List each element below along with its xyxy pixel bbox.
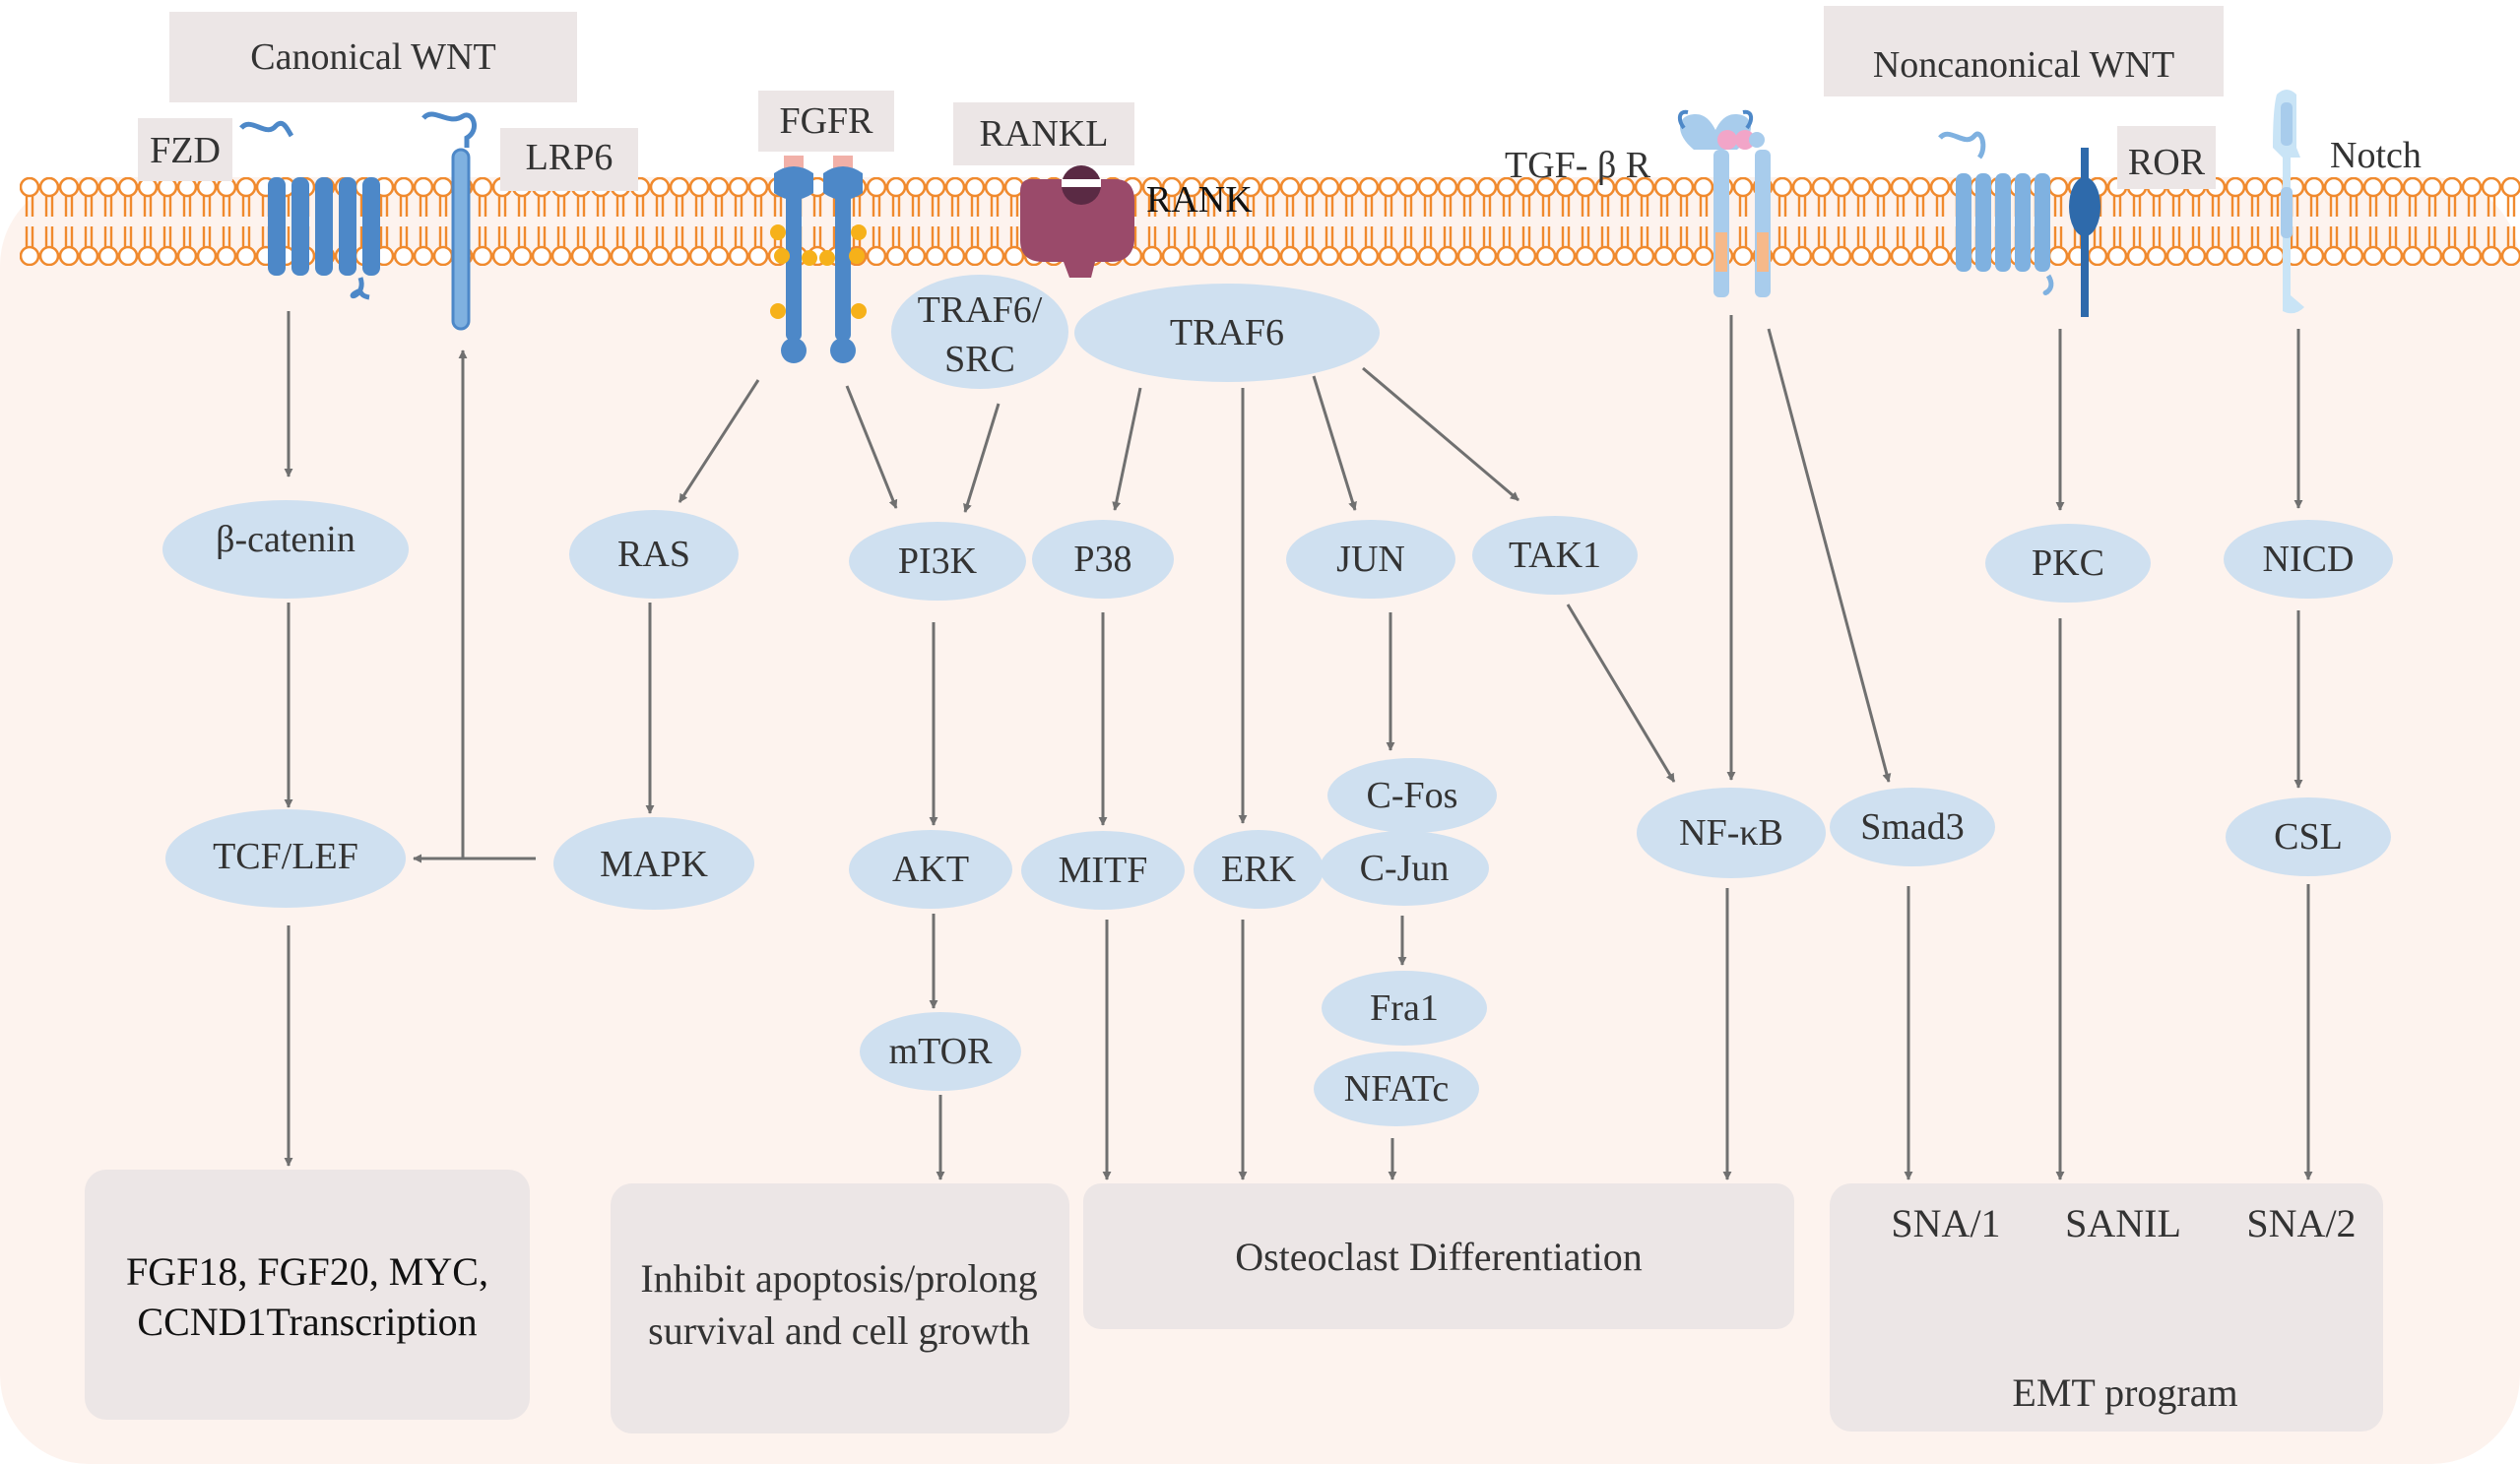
arrow-fgfr-to-ras [678, 379, 760, 503]
fzd-label: FZD [150, 130, 221, 171]
sna2-label: SNA/2 [2246, 1201, 2356, 1245]
arrow-traf6-to-tak1 [1362, 366, 1519, 502]
fra1-node [1322, 971, 1487, 1046]
pi3k-label: PI3K [898, 541, 978, 582]
noncanonical-fzd-receptor-icon [1938, 131, 2054, 295]
jun-label: JUN [1336, 539, 1405, 580]
noncanonical-wnt-label-box [1824, 6, 2224, 96]
arrow-traf6-src-to-pi3k [963, 403, 1001, 513]
fgfr-label: FGFR [779, 100, 873, 142]
mtor-label: mTOR [889, 1031, 994, 1072]
c-jun-node [1320, 831, 1489, 906]
ror-receptor-icon [2069, 148, 2100, 317]
p38-node [1032, 520, 1174, 599]
osteoclast-outcome-box [1083, 1183, 1794, 1329]
sna1-label: SNA/1 [1891, 1201, 2000, 1245]
canonical-wnt-label-box [169, 12, 577, 102]
smad3-label: Smad3 [1860, 806, 1965, 848]
nfatc-label: NFATc [1344, 1068, 1449, 1110]
notch-receptor-icon [2273, 90, 2304, 314]
fzd-receptor-icon [239, 120, 380, 300]
emt-outcome-box [1830, 1183, 2383, 1432]
tak1-node [1472, 516, 1638, 595]
traf6-src-label-line2: SRC [944, 339, 1015, 380]
arrow-fgfr-to-pi3k [845, 385, 898, 509]
mitf-node [1021, 831, 1185, 910]
akt-label: AKT [892, 849, 969, 890]
pathway-arrows [284, 311, 2313, 1180]
pi3k-node [849, 522, 1026, 601]
noncanonical-wnt-label: Noncanonical WNT [1873, 44, 2174, 86]
mitf-label: MITF [1059, 850, 1148, 891]
nfatc-node [1314, 1051, 1479, 1126]
rank-receptor-icon [1020, 165, 1134, 278]
traf6-label: TRAF6 [1170, 312, 1284, 353]
beta-catenin-node [162, 500, 409, 599]
smad3-node [1830, 788, 1995, 866]
c-fos-label: C-Fos [1367, 775, 1458, 816]
notch-label: Notch [2330, 135, 2422, 176]
erk-label: ERK [1221, 849, 1297, 890]
tgfbr-receptor-icon [1677, 109, 1771, 297]
lrp6-label: LRP6 [526, 137, 614, 178]
erk-node [1194, 830, 1324, 909]
tcf-lef-label: TCF/LEF [213, 836, 358, 877]
lrp6-receptor-icon [421, 111, 478, 331]
canonical-wnt-label: Canonical WNT [250, 36, 495, 78]
sanil-label: SANIL [2065, 1201, 2181, 1245]
csl-node [2226, 797, 2391, 876]
pkc-node [1985, 524, 2151, 603]
fgfr-receptor-icon [770, 156, 867, 363]
arrow-traf6-to-p38 [1112, 387, 1142, 511]
tak1-label: TAK1 [1509, 535, 1601, 576]
nf-kb-label: NF-κB [1679, 812, 1783, 854]
beta-catenin-label: β-catenin [216, 519, 355, 560]
ras-label: RAS [617, 534, 690, 575]
nicd-node [2224, 520, 2393, 599]
cell-membrane [20, 177, 2520, 266]
p38-label: P38 [1073, 539, 1131, 580]
c-jun-label: C-Jun [1360, 848, 1450, 889]
ror-label-box [2117, 126, 2216, 189]
traf6-node [1074, 284, 1380, 382]
transcription-outcome-line2: CCND1Transcription [137, 1300, 477, 1344]
nf-kb-node [1637, 788, 1826, 878]
lrp6-label-box [500, 128, 638, 191]
mapk-node [553, 817, 754, 910]
c-fos-node [1327, 758, 1497, 833]
nicd-label: NICD [2263, 539, 2355, 580]
ror-label: ROR [2128, 142, 2206, 183]
transcription-outcome-box [85, 1170, 530, 1420]
tcf-lef-node [165, 809, 406, 908]
mtor-node [860, 1012, 1021, 1091]
rankl-label-box [953, 102, 1134, 165]
fra1-label: Fra1 [1370, 987, 1439, 1029]
jun-node [1286, 520, 1455, 599]
arrow-tgfbr-to-smad3 [1767, 328, 1892, 783]
akt-node [849, 830, 1012, 909]
traf6-src-node [891, 275, 1068, 389]
csl-label: CSL [2274, 816, 2343, 858]
mapk-label: MAPK [600, 844, 708, 885]
survival-outcome-line2: survival and cell growth [648, 1308, 1030, 1353]
transcription-outcome-line1: FGF18, FGF20, MYC, [126, 1249, 488, 1294]
survival-outcome-box [611, 1183, 1069, 1433]
traf6-src-label-line1: TRAF6/ [918, 289, 1043, 331]
tgfbr-label: TGF- β R [1505, 145, 1651, 186]
arrow-tak1-to-nf-kb [1566, 604, 1676, 783]
fzd-label-box [138, 118, 232, 181]
survival-outcome-line1: Inhibit apoptosis/prolong [640, 1256, 1037, 1301]
cytoplasm [0, 177, 2520, 1464]
osteoclast-outcome-label: Osteoclast Differentiation [1235, 1235, 1643, 1279]
rankl-label: RANKL [980, 113, 1109, 155]
emt-program-label: EMT program [2012, 1370, 2237, 1415]
fgfr-label-box [758, 91, 894, 152]
pkc-label: PKC [2032, 542, 2104, 584]
arrow-traf6-to-jun [1312, 375, 1357, 511]
ras-node [569, 510, 739, 599]
rank-label: RANK [1146, 179, 1253, 221]
